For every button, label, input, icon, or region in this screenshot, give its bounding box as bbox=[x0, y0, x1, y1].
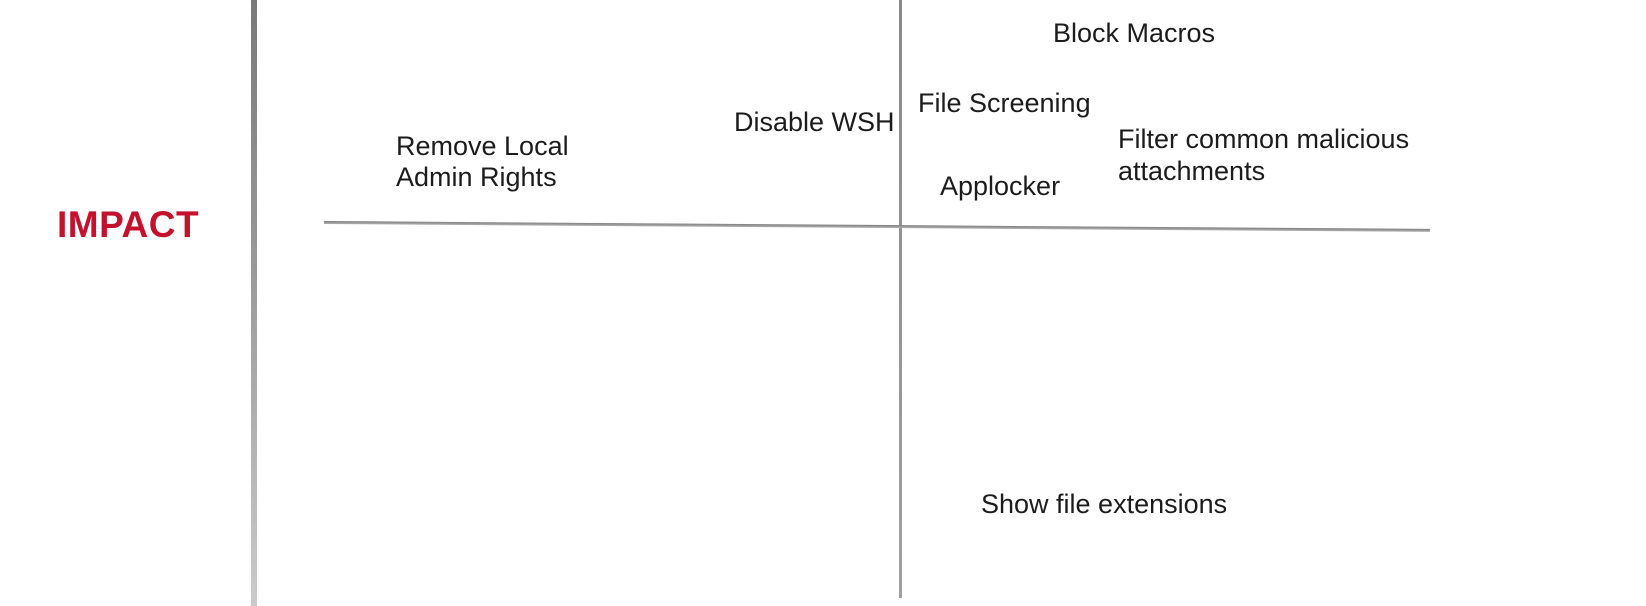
item-applocker: Applocker bbox=[940, 171, 1061, 201]
item-show-file-extensions: Show file extensions bbox=[981, 489, 1228, 519]
item-filter-common-malicious-attachments: Filter common malicious attachments bbox=[1118, 124, 1410, 186]
quadrant-vertical-divider bbox=[899, 0, 902, 598]
item-file-screening: File Screening bbox=[918, 88, 1091, 118]
item-block-macros: Block Macros bbox=[1053, 18, 1216, 48]
item-remove-local-admin-rights: Remove Local Admin Rights bbox=[396, 131, 569, 192]
item-disable-wsh: Disable WSH bbox=[734, 107, 895, 137]
y-axis-bar bbox=[251, 0, 257, 606]
y-axis-label: IMPACT bbox=[57, 204, 200, 245]
quadrant-horizontal-divider bbox=[323, 221, 1430, 232]
